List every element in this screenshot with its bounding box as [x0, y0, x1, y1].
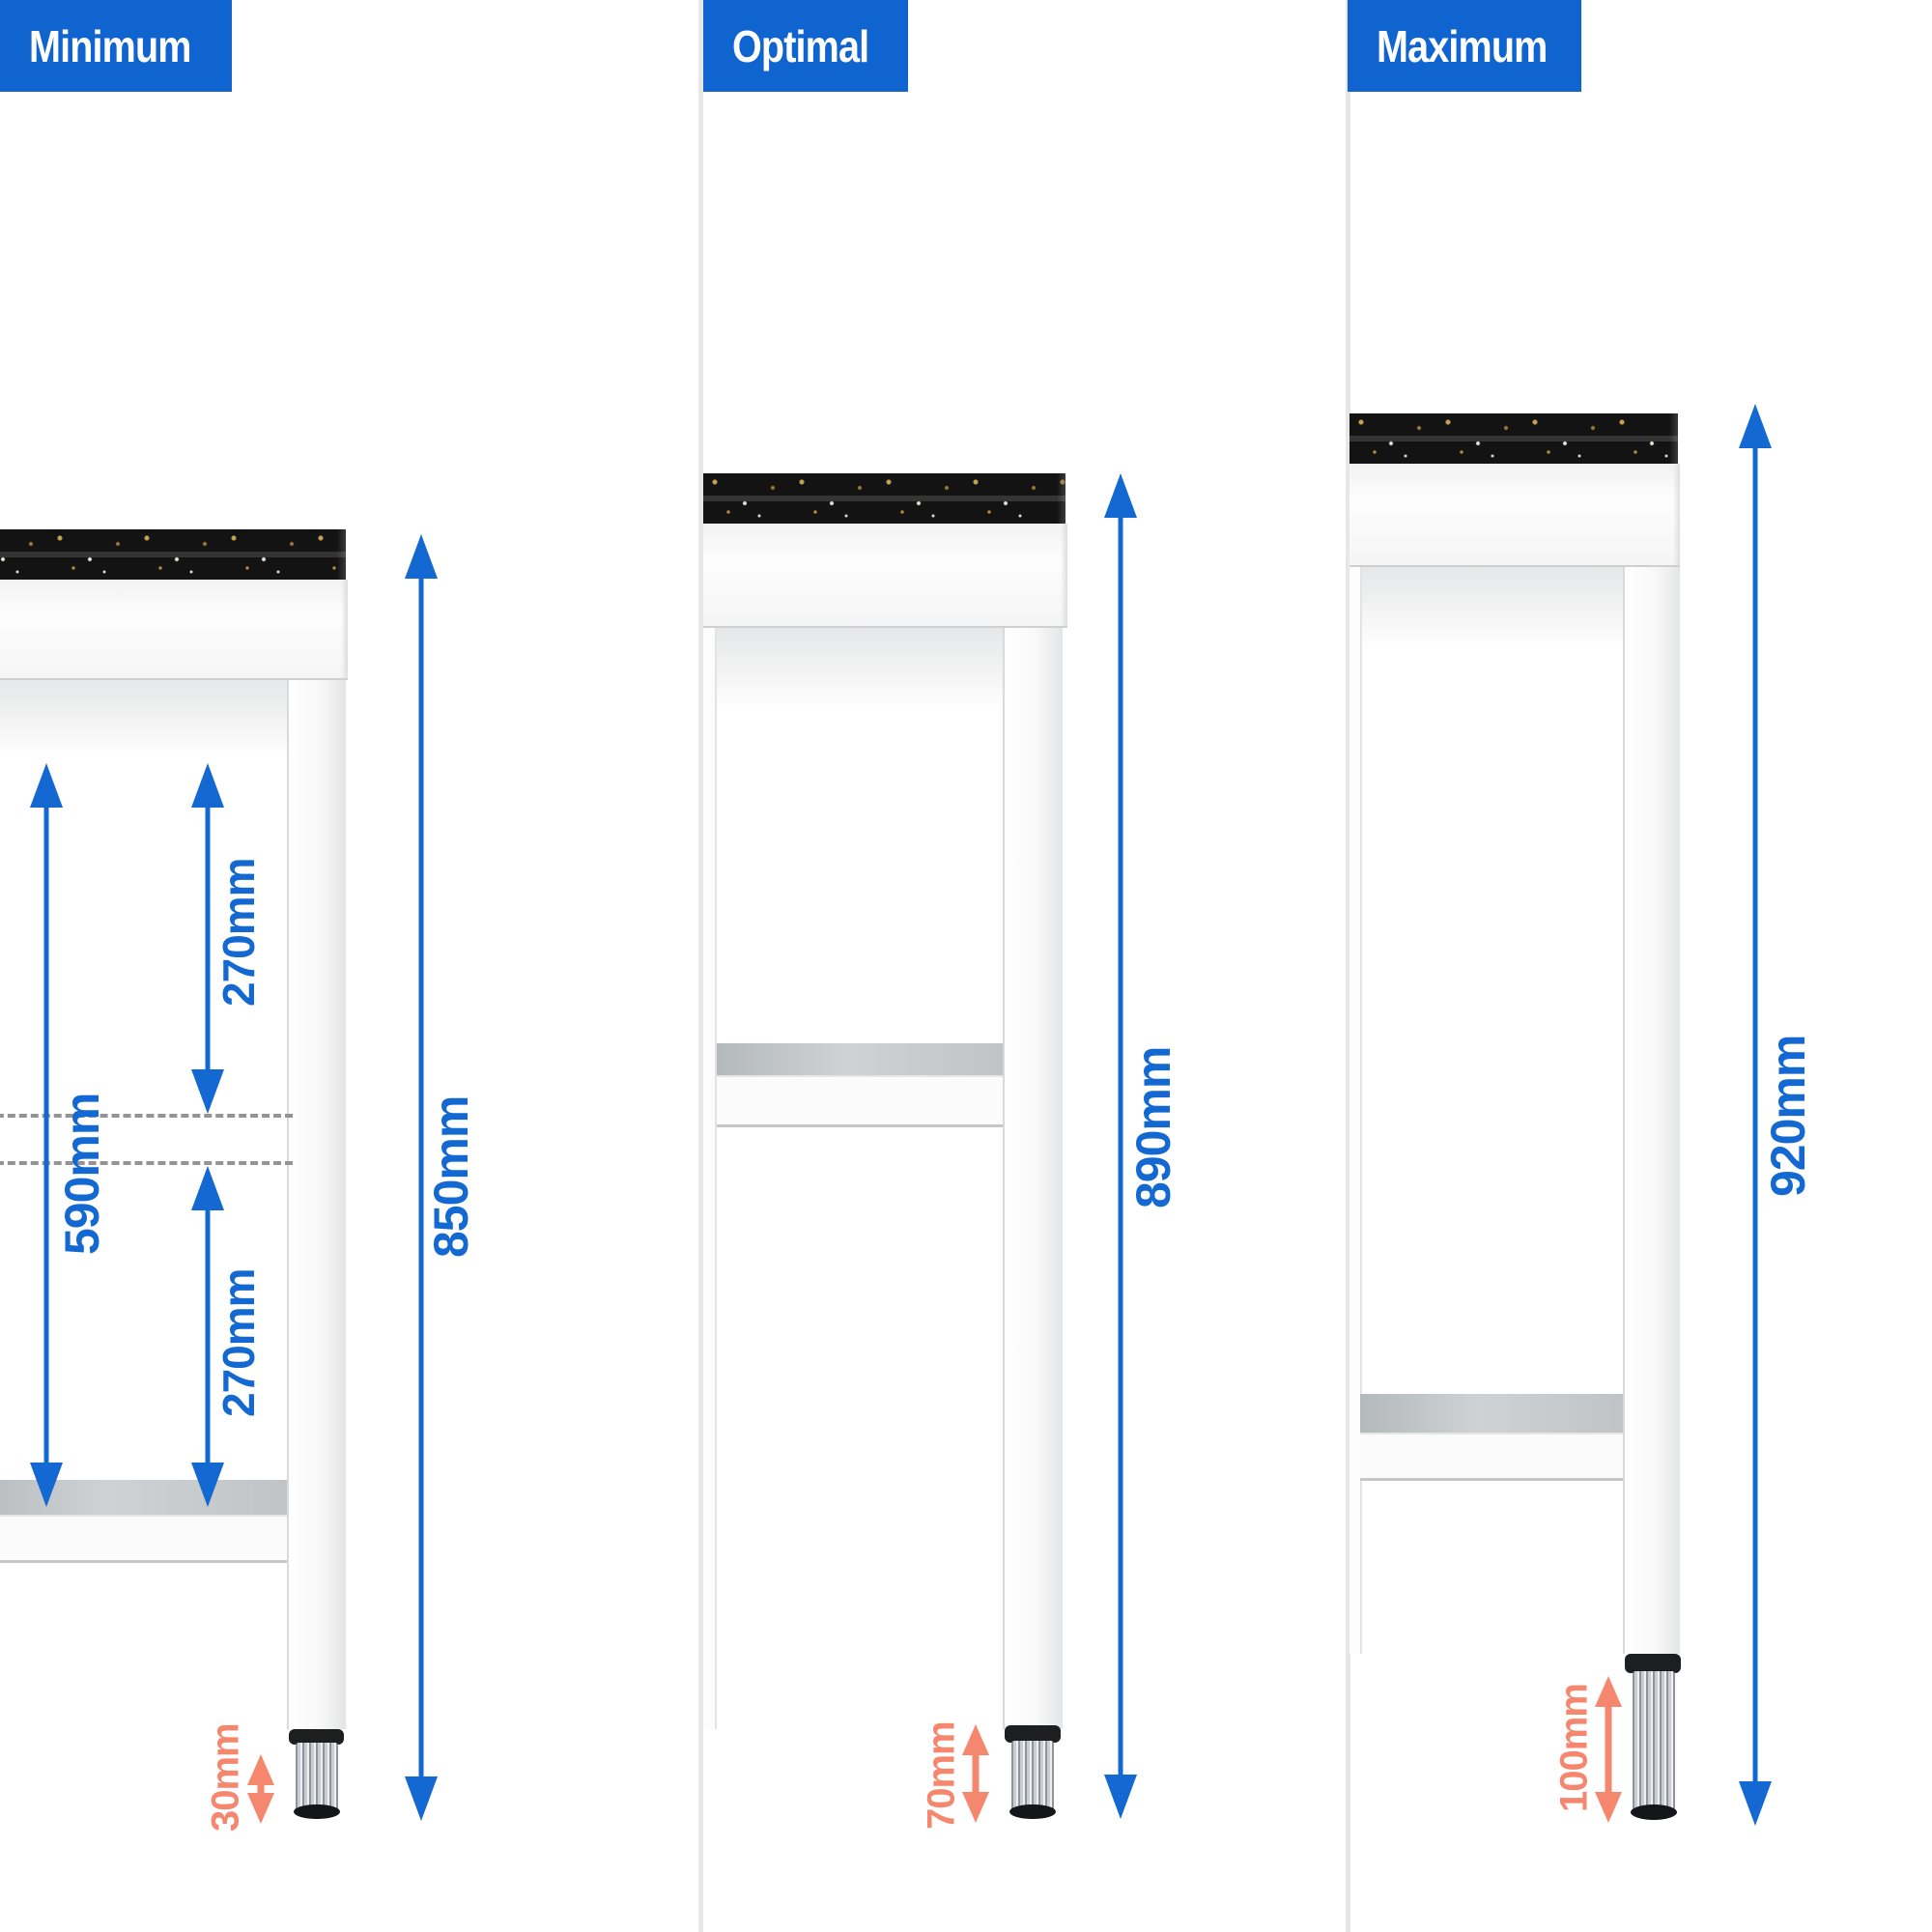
arrow-down-icon — [247, 1793, 274, 1824]
bottom-shelf-top — [1360, 1394, 1623, 1433]
mid-span-label: 590mm — [55, 1093, 109, 1255]
arrow-up-icon — [191, 763, 224, 808]
arrow-down-icon — [1739, 1781, 1772, 1826]
foot-adjust-label: 70mm — [920, 1721, 963, 1830]
dashed-reference-line — [0, 1161, 293, 1165]
arrow-down-icon — [191, 1463, 224, 1507]
apron-shadow — [0, 680, 287, 758]
arrow-down-icon — [1104, 1775, 1137, 1819]
panel-header-label: Optimal — [732, 20, 869, 71]
panel-header-label: Minimum — [29, 20, 191, 71]
bottom-shelf-front — [717, 1075, 1003, 1127]
total-height-arrow — [1101, 473, 1140, 1819]
total-height-arrow — [402, 534, 440, 1821]
panel-divider — [698, 0, 703, 1932]
dashed-reference-line — [0, 1114, 293, 1118]
panel-header-label: Maximum — [1377, 20, 1548, 71]
counter-apron — [1350, 464, 1680, 567]
total-height-arrow — [1736, 404, 1775, 1826]
foot-adjust-arrow — [242, 1754, 280, 1824]
total-height-label: 850mm — [424, 1095, 478, 1258]
foot-adjust-label: 30mm — [204, 1723, 247, 1832]
panel-header-optimal: Optimal — [703, 0, 908, 92]
foot-adjust-arrow — [956, 1724, 995, 1823]
upper-gap-label: 270mm — [213, 858, 264, 1007]
lower-gap-arrow — [188, 1166, 227, 1507]
foot-base — [1631, 1804, 1677, 1820]
worktop — [703, 473, 1065, 524]
adjustable-foot — [296, 1743, 338, 1812]
worktop — [0, 529, 346, 580]
arrow-down-icon — [1595, 1792, 1622, 1823]
counter-leg — [287, 680, 346, 1729]
arrow-up-icon — [1104, 473, 1137, 518]
total-height-label: 920mm — [1761, 1035, 1815, 1197]
counter-apron — [0, 580, 348, 680]
panel-divider — [1346, 0, 1350, 1932]
worktop — [1350, 413, 1678, 464]
counter-apron — [703, 524, 1067, 628]
arrow-down-icon — [962, 1792, 989, 1823]
foot-collar — [289, 1729, 344, 1745]
arrow-up-icon — [30, 763, 63, 808]
mid-span-arrow — [27, 763, 66, 1507]
lower-gap-label: 270mm — [213, 1268, 264, 1417]
panel-header-maximum: Maximum — [1348, 0, 1581, 92]
arrow-up-icon — [191, 1166, 224, 1210]
bottom-shelf-front — [0, 1515, 287, 1563]
counter-leg — [1003, 628, 1063, 1729]
foot-collar — [1625, 1654, 1681, 1673]
apron-shadow — [1362, 567, 1623, 649]
foot-adjust-arrow — [1589, 1676, 1628, 1823]
counter-leg — [1350, 567, 1362, 1654]
arrow-down-icon — [30, 1463, 63, 1507]
counter-leg — [1623, 567, 1680, 1654]
arrow-down-icon — [191, 1069, 224, 1114]
counter-leg — [703, 628, 717, 1729]
foot-collar — [1005, 1725, 1061, 1743]
bottom-shelf-front — [1360, 1433, 1623, 1481]
bottom-shelf-top — [717, 1043, 1003, 1075]
apron-shadow — [717, 628, 1003, 710]
foot-adjust-label: 100mm — [1552, 1684, 1596, 1813]
arrow-up-icon — [1739, 404, 1772, 448]
total-height-label: 890mm — [1126, 1046, 1180, 1208]
arrow-down-icon — [405, 1776, 438, 1821]
foot-base — [294, 1804, 340, 1819]
adjustable-foot — [1633, 1671, 1675, 1814]
panel-header-minimum: Minimum — [0, 0, 232, 92]
adjustable-foot — [1011, 1741, 1054, 1812]
arrow-up-icon — [405, 534, 438, 579]
upper-gap-arrow — [188, 763, 227, 1114]
foot-base — [1009, 1804, 1056, 1819]
